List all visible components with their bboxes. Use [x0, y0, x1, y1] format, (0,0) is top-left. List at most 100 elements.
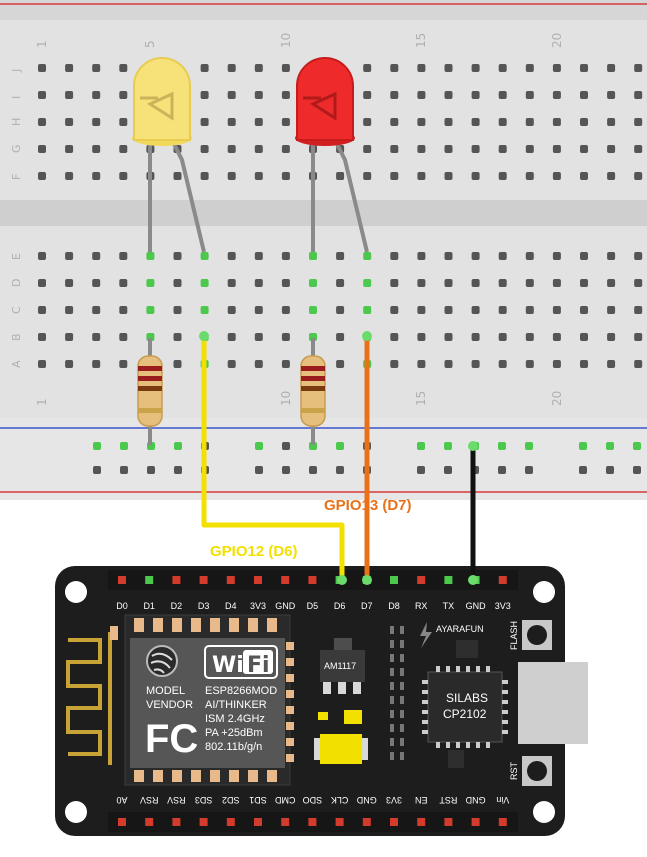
pin-label-top: D7 [361, 601, 373, 611]
header-pin [471, 818, 480, 826]
breadboard-hole [92, 145, 101, 153]
breadboard-hole [336, 333, 345, 341]
pin-label-top: TX [443, 601, 455, 611]
breadboard-holes [38, 64, 643, 474]
breadboard-hole [580, 279, 588, 287]
breadboard-hole [173, 172, 182, 180]
breadboard-hole [336, 360, 345, 368]
resistor-red-led [300, 338, 326, 445]
header-pin [118, 576, 126, 584]
breadboard-hole [227, 360, 236, 368]
wifi-logo-text: Wi [212, 653, 244, 678]
breadboard-hole [417, 333, 426, 341]
breadboard-hole [227, 145, 236, 153]
pin-label-bottom: A0 [116, 795, 127, 805]
breadboard-hole [417, 145, 426, 153]
breadboard-hole [580, 306, 588, 314]
breadboard-hole [390, 360, 399, 368]
breadboard-hole [444, 279, 453, 287]
column-number-bottom: 1 [35, 398, 49, 406]
column-number-top: 10 [279, 33, 293, 48]
breadboard-hole [417, 118, 426, 126]
rail-hole [633, 442, 641, 450]
column-number-top: 20 [550, 33, 564, 48]
breadboard-hole [390, 172, 399, 180]
regulator-label: AM1117 [324, 661, 356, 671]
breadboard-hole [309, 306, 317, 314]
breadboard-hole [444, 91, 453, 99]
breadboard-hole [38, 64, 46, 72]
module-pad [286, 706, 294, 714]
breadboard-hole [471, 252, 480, 260]
module-pad [191, 770, 201, 782]
header-pin [118, 818, 126, 826]
column-number-bottom: 15 [414, 391, 428, 406]
rail-hole [174, 466, 182, 474]
gpio13-label: GPIO13 (D7) [324, 497, 412, 514]
mount-hole [533, 581, 555, 603]
breadboard-hole [65, 360, 74, 368]
row-letter: B [10, 333, 23, 341]
breadboard-hole [444, 172, 453, 180]
module-pad [286, 738, 294, 746]
breadboard-hole [254, 172, 263, 180]
regulator-chip [320, 650, 365, 682]
pin-label-top: 3V3 [495, 601, 511, 611]
breadboard-hole [634, 306, 643, 314]
breadboard-hole [390, 252, 399, 260]
breadboard-hole [65, 333, 74, 341]
breadboard-hole [498, 118, 507, 126]
rail-hole [93, 442, 101, 450]
pin-label-bottom: GND [465, 795, 486, 805]
module-pad [134, 770, 144, 782]
breadboard-hole [607, 306, 616, 314]
rail-hole [417, 466, 425, 474]
usb-uart-chip [427, 671, 503, 743]
pin-label-top: D3 [198, 601, 210, 611]
breadboard-hole [580, 252, 588, 260]
lightning-icon [420, 622, 432, 648]
breadboard-hole [146, 279, 155, 287]
breadboard-hole [607, 145, 616, 153]
breadboard-hole [65, 172, 74, 180]
breadboard-hole [498, 172, 507, 180]
column-number-bottom: 10 [279, 391, 293, 406]
breadboard-hole [634, 360, 643, 368]
mount-hole [65, 801, 87, 823]
rail-hole [255, 466, 263, 474]
breadboard-hole [525, 252, 534, 260]
rail-hole [444, 466, 452, 474]
breadboard-labels: 1155101015152020JIHGFEDCBA [10, 33, 564, 406]
breadboard-hole [471, 279, 480, 287]
rail-hole [579, 466, 587, 474]
pin-label-bottom: EN [415, 795, 428, 805]
header-pin [172, 818, 181, 826]
row-letter: F [10, 174, 23, 180]
module-pad [134, 618, 144, 632]
breadboard-hole [336, 279, 345, 287]
breadboard-hole [525, 333, 534, 341]
pin-label-bottom: Vin [496, 795, 509, 805]
breadboard-hole [119, 279, 128, 287]
rail-hole [633, 466, 641, 474]
module-pad [286, 674, 294, 682]
breadboard-hole [552, 64, 561, 72]
breadboard-hole [200, 145, 209, 153]
breadboard-hole [363, 172, 372, 180]
breadboard-hole [92, 118, 101, 126]
breadboard-hole [336, 306, 345, 314]
rail-hole [174, 442, 182, 450]
rail-hole [498, 442, 506, 450]
row-letter: I [10, 96, 23, 99]
rail-hole [579, 442, 587, 450]
breadboard-hole [119, 306, 128, 314]
breadboard-center-channel [0, 200, 647, 226]
breadboard-hole [471, 333, 480, 341]
module-line: 802.11b/g/n [205, 741, 262, 753]
header-pin [226, 818, 235, 826]
breadboard-hole [92, 333, 101, 341]
module-line: AI/THINKER [205, 699, 267, 711]
pin-label-bottom: CLK [331, 795, 349, 805]
breadboard-hole [92, 360, 101, 368]
